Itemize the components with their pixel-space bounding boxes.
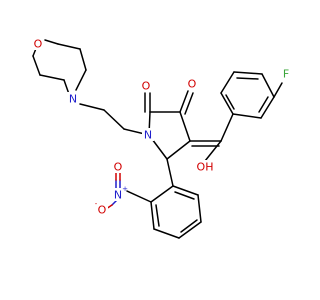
bond-c3-o [179, 90, 189, 113]
bond-ar6 [220, 92, 234, 115]
bond-np3 [153, 228, 180, 239]
atom-o-nitro-minus: O [98, 204, 107, 217]
bond-exo-aryl [220, 113, 234, 142]
bond-c3-c4 [179, 111, 191, 142]
bond-c2-c3 [79, 103, 105, 111]
bond-ar2 [260, 96, 275, 119]
bond-ar5 [220, 71, 235, 94]
nitrophenyl-ring [126, 158, 202, 239]
bond-np4 [178, 221, 202, 239]
atom-n-nitro: N [114, 189, 122, 202]
atom-f: F [283, 68, 289, 81]
charge-plus-nitro: + [122, 185, 128, 193]
bond-c-f [273, 82, 283, 98]
fluorophenyl-ring [220, 71, 283, 142]
atom-n-ring: N [144, 129, 152, 142]
bond-m5 [57, 43, 81, 50]
bond-exo-oh [204, 140, 222, 162]
atom-labels: O O F OH N N O N + O - O [32, 37, 291, 217]
molecule-canvas: O O F OH N N O N + O - O [32, 37, 291, 239]
pyrrolidinedione-ring [144, 90, 194, 160]
bond-c4-c5 [166, 140, 191, 160]
atom-o-c2: O [142, 80, 151, 93]
bond-np2-inner [155, 204, 160, 227]
enol-linkage [189, 140, 222, 162]
bond-m4 [44, 39, 59, 45]
bond-np6 [172, 185, 199, 196]
structure-diagram: O O F OH N N O N + O - O [32, 37, 291, 239]
atom-o-c3: O [188, 78, 197, 91]
bond-ar1 [232, 113, 262, 119]
bond-ar4 [233, 71, 263, 75]
bond-np6-inner [174, 191, 195, 200]
bond-m3 [32, 55, 41, 76]
bond-np2 [150, 201, 155, 230]
atom-o-nitro-double: O [114, 161, 123, 174]
bond-ar3 [261, 73, 275, 98]
bond-c1-c2 [103, 109, 125, 130]
bond-c3-o-double [184, 92, 194, 115]
bond-ar6-inner [225, 94, 235, 110]
bond-ar2-inner [258, 96, 269, 113]
bond-np4-inner [180, 219, 198, 233]
propyl-linker [79, 103, 150, 136]
atom-o-morpholine: O [34, 38, 43, 51]
atom-n-morpholine: N [69, 93, 77, 106]
bond-m7 [75, 69, 87, 91]
charge-minus-nitro: - [95, 200, 98, 208]
bond-c5-aryl [166, 158, 174, 187]
atom-oh: OH [197, 161, 214, 174]
bond-m6 [79, 48, 87, 71]
bond-m2 [39, 74, 65, 81]
bond-np1 [150, 185, 174, 203]
bond-c-nitro [126, 190, 152, 203]
bond-ar4-inner [236, 77, 259, 80]
bond-np5 [197, 194, 202, 223]
